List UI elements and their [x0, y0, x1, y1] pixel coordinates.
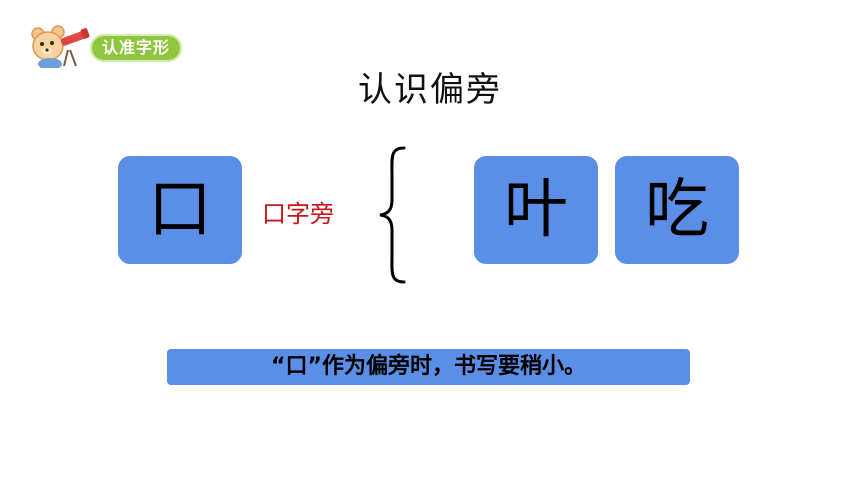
radical-name-label: 口字旁 — [262, 200, 334, 228]
bear-telescope-icon — [31, 25, 90, 68]
example-character-tile: 吃 — [615, 156, 739, 264]
writing-note-bar: “口”作为偏旁时，书写要稍小。 — [167, 349, 690, 385]
page-title: 认识偏旁 — [358, 70, 502, 110]
section-badge: 认准字形 — [30, 24, 190, 68]
badge-label: 认准字形 — [90, 34, 182, 62]
radical-character-tile: 口 — [118, 156, 242, 264]
left-brace-icon — [379, 146, 406, 284]
example-character-tile: 叶 — [474, 156, 598, 264]
